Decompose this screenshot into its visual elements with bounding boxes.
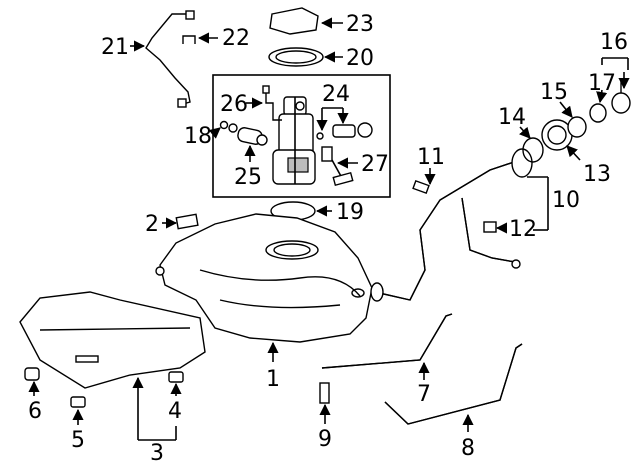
filler-pipe (370, 148, 533, 302)
o-ring-large (228, 123, 238, 133)
fuel-pump-bracket (272, 96, 316, 185)
leader-lines (28, 17, 630, 441)
fuel-tank (159, 213, 373, 343)
nut-4 (168, 371, 184, 383)
callout-22: 22 (222, 26, 250, 51)
callout-20: 20 (346, 46, 374, 71)
cap-tether-16 (611, 92, 631, 114)
callout-25: 25 (234, 165, 262, 190)
callout-5: 5 (71, 428, 85, 453)
fuel-gauge-lead (265, 88, 282, 121)
callout-26: 26 (220, 92, 248, 117)
callout-15: 15 (540, 80, 568, 105)
bolt-9 (319, 382, 330, 404)
callout-23: 23 (346, 12, 374, 37)
filler-neck-13 (541, 119, 573, 151)
nut-5 (70, 396, 86, 408)
callout-12: 12 (509, 217, 537, 242)
cap-17 (589, 103, 607, 123)
tube-clip (182, 35, 196, 44)
callout-7: 7 (417, 382, 431, 407)
callout-17: 17 (588, 71, 616, 96)
pump-cover (269, 7, 319, 35)
gasket-15 (567, 116, 587, 138)
caution-label (175, 213, 199, 230)
callout-27: 27 (361, 152, 389, 177)
grommet-6 (24, 367, 40, 381)
callout-10: 10 (552, 188, 580, 213)
callout-3: 3 (150, 441, 164, 466)
o-ring-small (219, 120, 229, 130)
fuel-pump-filter (237, 127, 268, 146)
callout-4: 4 (168, 399, 182, 424)
callout-11: 11 (417, 145, 445, 170)
pressure-regulator (316, 122, 373, 140)
heat-shield (19, 291, 206, 389)
callout-21: 21 (101, 35, 129, 60)
pipe-clamp (483, 221, 497, 233)
callout-16: 16 (600, 30, 628, 55)
callout-1: 1 (266, 367, 280, 392)
fuel-sender-float (321, 146, 354, 187)
callout-13: 13 (583, 162, 611, 187)
bolt-11 (412, 179, 430, 195)
callout-18: 18 (184, 124, 212, 149)
callout-14: 14 (498, 105, 526, 130)
callout-19: 19 (336, 200, 364, 225)
callout-8: 8 (461, 436, 475, 461)
callout-24: 24 (322, 82, 350, 107)
callout-2: 2 (145, 212, 159, 237)
seal-ring-14 (522, 137, 544, 163)
callout-9: 9 (318, 427, 332, 452)
callout-6: 6 (28, 399, 42, 424)
vent-tube (145, 13, 191, 105)
